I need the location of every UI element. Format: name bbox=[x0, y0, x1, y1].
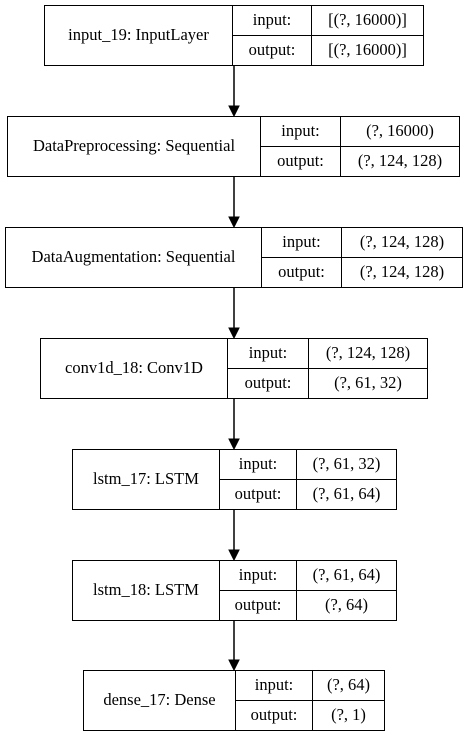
layer-node-data-augmentation: DataAugmentation: Sequential input: outp… bbox=[5, 227, 463, 288]
input-label: input: bbox=[261, 117, 341, 147]
input-label: input: bbox=[228, 339, 309, 369]
input-label: input: bbox=[220, 561, 297, 591]
layer-node-lstm-17: lstm_17: LSTM input: output: (?, 61, 32)… bbox=[72, 449, 397, 510]
input-shape: (?, 61, 64) bbox=[297, 561, 396, 591]
layer-name: lstm_17: LSTM bbox=[73, 450, 220, 509]
input-label: input: bbox=[262, 228, 342, 258]
layer-node-dense-17: dense_17: Dense input: output: (?, 64) (… bbox=[83, 670, 385, 731]
layer-name: conv1d_18: Conv1D bbox=[41, 339, 228, 398]
output-shape: (?, 64) bbox=[324, 595, 369, 614]
output-label: output: bbox=[220, 590, 297, 620]
output-label: output: bbox=[228, 368, 309, 398]
layer-node-lstm-18: lstm_18: LSTM input: output: (?, 61, 64)… bbox=[72, 560, 397, 621]
arrowhead bbox=[228, 438, 240, 451]
layer-name: lstm_18: LSTM bbox=[73, 561, 220, 620]
output-shape: (?, 124, 128) bbox=[359, 262, 445, 281]
input-shape: [(?, 16000)] bbox=[312, 6, 423, 36]
arrowhead bbox=[228, 327, 240, 340]
layer-name: dense_17: Dense bbox=[84, 671, 236, 730]
output-shape: (?, 61, 32) bbox=[334, 373, 402, 392]
layer-name: DataPreprocessing: Sequential bbox=[8, 117, 261, 176]
arrowhead bbox=[228, 549, 240, 562]
input-shape: (?, 16000) bbox=[341, 117, 459, 147]
layer-node-data-preprocessing: DataPreprocessing: Sequential input: out… bbox=[7, 116, 460, 177]
output-shape: (?, 1) bbox=[331, 705, 366, 724]
arrowhead bbox=[228, 216, 240, 229]
output-label: output: bbox=[233, 35, 312, 65]
layer-node-conv1d-18: conv1d_18: Conv1D input: output: (?, 124… bbox=[40, 338, 428, 399]
input-shape: (?, 124, 128) bbox=[342, 228, 462, 258]
input-shape: (?, 61, 32) bbox=[297, 450, 396, 480]
input-label: input: bbox=[220, 450, 297, 480]
output-shape: [(?, 16000)] bbox=[328, 40, 407, 59]
output-label: output: bbox=[236, 700, 313, 730]
layer-node-input-19: input_19: InputLayer input: output: [(?,… bbox=[44, 5, 424, 66]
input-shape: (?, 64) bbox=[313, 671, 384, 701]
input-label: input: bbox=[233, 6, 312, 36]
arrowhead bbox=[228, 659, 240, 672]
input-shape: (?, 124, 128) bbox=[309, 339, 427, 369]
arrowhead bbox=[228, 105, 240, 118]
output-shape: (?, 124, 128) bbox=[357, 151, 443, 170]
input-label: input: bbox=[236, 671, 313, 701]
output-shape: (?, 61, 64) bbox=[312, 484, 381, 503]
layer-name: input_19: InputLayer bbox=[45, 6, 233, 65]
layer-name: DataAugmentation: Sequential bbox=[6, 228, 262, 287]
output-label: output: bbox=[220, 479, 297, 509]
output-label: output: bbox=[262, 257, 342, 287]
output-label: output: bbox=[261, 146, 341, 176]
